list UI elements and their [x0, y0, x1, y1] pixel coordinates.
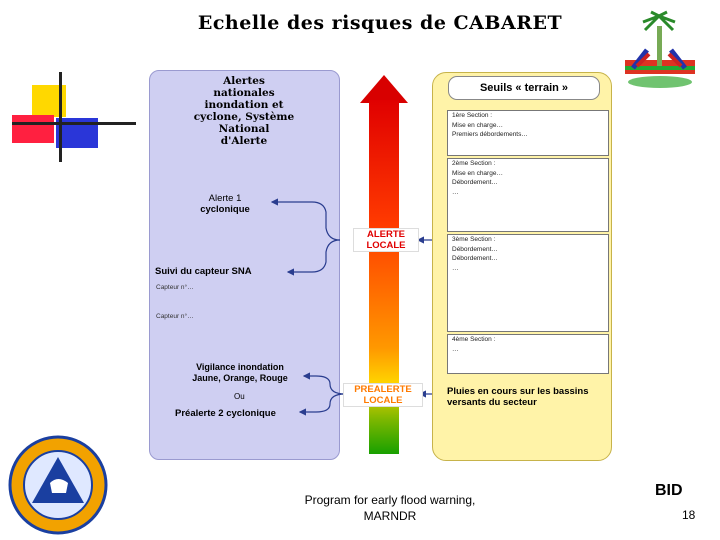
section-line: Mise en charge…: [452, 169, 503, 177]
alerte-locale-line: LOCALE: [366, 240, 406, 251]
civil-protection-logo-icon: [8, 435, 108, 535]
vigilance-line: Vigilance inondation: [196, 362, 284, 372]
bid-label: BID: [655, 482, 683, 499]
section-line: 1ère Section :: [452, 112, 493, 119]
footer-program: Program for early flood warning, MARNDR: [270, 492, 510, 524]
risk-arrow-head-icon: [360, 75, 408, 103]
page-title: Echelle des risques de CABARET: [197, 12, 563, 34]
capteur-note-2: Capteur n°…: [156, 313, 194, 320]
alerte-locale-tag: ALERTE LOCALE: [353, 228, 419, 252]
section-line: Débordement…: [452, 245, 498, 253]
alerte1-label: Alerte 1 cyclonique: [180, 193, 270, 215]
prealerte-locale-tag: PREALERTE LOCALE: [343, 383, 423, 407]
heading-line: Alertes: [223, 75, 265, 87]
alerte-locale-line: ALERTE: [367, 229, 405, 240]
prealerte2-label: Préalerte 2 cyclonique: [175, 408, 276, 419]
heading-line: d'Alerte: [220, 135, 268, 147]
section-line: Mise en charge…: [452, 121, 503, 129]
section-line: …: [452, 345, 459, 353]
seuils-terrain-header: Seuils « terrain »: [448, 76, 600, 100]
prealerte-locale-line: PREALERTE: [354, 384, 412, 395]
alerte1-line: cyclonique: [200, 204, 250, 215]
section-line: 2ème Section :: [452, 160, 496, 167]
section-line: Débordement…: [452, 255, 498, 262]
section-3-box: 3ème Section : Débordement… Débordement……: [447, 234, 609, 332]
heading-line: nationales: [213, 87, 275, 99]
section-line: …: [452, 264, 459, 272]
heading-line: inondation et: [204, 99, 284, 111]
capteur-note-1: Capteur n°…: [156, 284, 194, 291]
section-line: Premiers débordements…: [452, 131, 528, 138]
section-line: 3ème Section :: [452, 236, 496, 243]
section-line: Débordement…: [452, 179, 498, 186]
alerte1-line: Alerte 1: [208, 193, 242, 204]
heading-line: National: [218, 123, 270, 135]
suivi-capteur-label: Suivi du capteur SNA: [155, 266, 252, 277]
heading-line: cyclone, Système: [193, 111, 295, 123]
national-alert-heading: Alertes nationales inondation et cyclone…: [152, 75, 336, 147]
haiti-coat-of-arms-icon: [625, 10, 695, 88]
vigilance-line: Jaune, Orange, Rouge: [192, 373, 288, 383]
section-line: …: [452, 188, 459, 196]
ou-label: Ou: [234, 392, 245, 401]
section-line: 4ème Section :: [452, 336, 496, 343]
section-2-box: 2ème Section : Mise en charge… Débordeme…: [447, 158, 609, 232]
section-1-box: 1ère Section : Mise en charge… Premiers …: [447, 110, 609, 156]
section-4-box: 4ème Section : …: [447, 334, 609, 374]
pluies-label: Pluies en cours sur les bassins versants…: [447, 386, 589, 408]
vigilance-label: Vigilance inondation Jaune, Orange, Roug…: [180, 362, 300, 384]
prealerte-locale-line: LOCALE: [363, 395, 403, 406]
footer-line: MARNDR: [363, 509, 417, 523]
footer-line: Program for early flood warning,: [304, 493, 476, 507]
page-number: 18: [682, 508, 696, 522]
national-alert-panel: [149, 70, 340, 460]
